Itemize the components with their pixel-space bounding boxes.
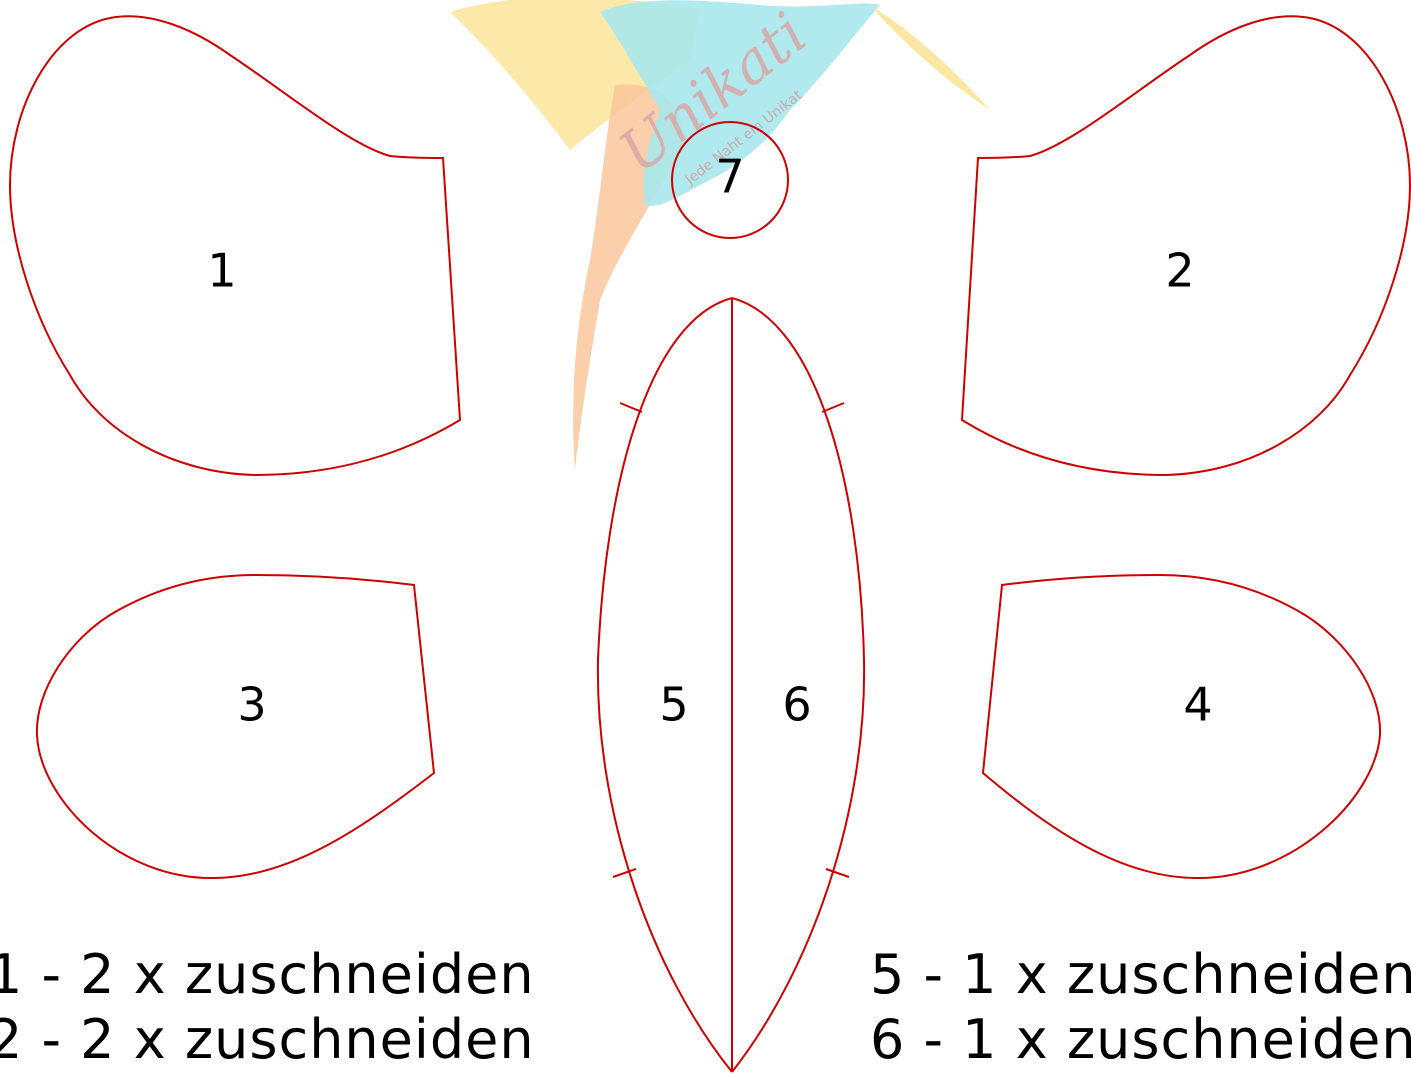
notch-mark: [612, 868, 637, 878]
notch-mark: [619, 402, 643, 413]
instruction-piece-6: 6 - 1 x zuschneiden: [870, 1008, 1411, 1071]
bird-body-shape: [600, 0, 880, 206]
instruction-piece-5: 5 - 1 x zuschneiden: [870, 943, 1411, 1006]
piece-3-label: 3: [237, 678, 266, 732]
piece-7-label: 7: [715, 150, 744, 204]
piece-1-outline: [8, 15, 462, 477]
piece-5-outline: [596, 297, 733, 1073]
piece-5-label: 5: [659, 678, 688, 732]
piece-6-outline: [731, 297, 866, 1073]
piece-1-label: 1: [207, 244, 236, 298]
instruction-piece-2: 2 - 2 x zuschneiden: [0, 1008, 535, 1071]
piece-2-outline: [960, 15, 1411, 477]
watermark-logo: Unikati Jede Naht ein Unikat: [450, 0, 990, 471]
instruction-piece-1: 1 - 2 x zuschneiden: [0, 943, 535, 1006]
bird-beak-shape: [870, 5, 990, 110]
piece-7-outline: [671, 121, 789, 239]
notch-mark: [821, 402, 845, 413]
piece-2-label: 2: [1165, 244, 1194, 298]
piece-4-label: 4: [1183, 678, 1212, 732]
piece-6-label: 6: [782, 678, 811, 732]
notch-mark: [825, 868, 850, 878]
piece-4-outline: [981, 573, 1382, 880]
piece-3-outline: [35, 573, 436, 880]
